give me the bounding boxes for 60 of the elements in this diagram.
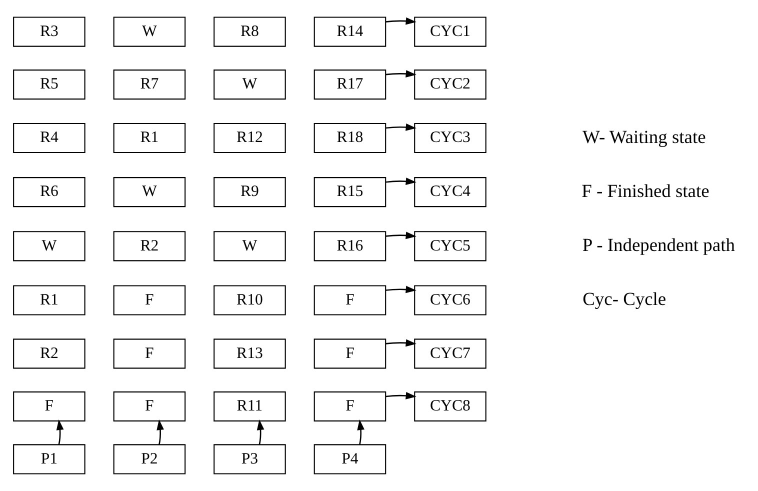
node-box: R1 <box>113 122 186 154</box>
arrow <box>386 178 416 185</box>
node-box: R6 <box>13 177 86 208</box>
node-box: CYC6 <box>414 285 486 316</box>
node-box: CYC4 <box>414 177 486 208</box>
node-box: R16 <box>314 231 386 262</box>
node-box: R5 <box>13 70 86 100</box>
node-box: P3 <box>214 444 286 474</box>
label: Cyc- Cycle <box>582 289 666 310</box>
node-box: F <box>13 391 86 422</box>
node-box: P2 <box>113 444 186 474</box>
node-box: R8 <box>214 16 286 47</box>
node-box: R7 <box>113 70 186 100</box>
arrow <box>386 232 416 240</box>
node-box: F <box>113 391 186 422</box>
arrow <box>386 392 416 400</box>
node-box: R9 <box>214 177 286 208</box>
arrow <box>386 339 416 347</box>
node-box: R3 <box>13 16 86 47</box>
node-box: R14 <box>314 16 386 47</box>
node-box: W <box>113 16 186 47</box>
arrow <box>256 419 264 445</box>
arrow <box>386 124 416 131</box>
label: F - Finished state <box>582 180 710 201</box>
node-box: F <box>314 338 386 369</box>
node-box: F <box>113 285 186 316</box>
node-box: R15 <box>314 177 386 208</box>
node-box: W <box>214 70 286 100</box>
node-box: CYC2 <box>414 70 486 100</box>
node-box: P4 <box>314 444 386 474</box>
node-box: F <box>314 285 386 316</box>
arrow <box>56 419 64 445</box>
node-box: CYC8 <box>414 391 486 422</box>
node-box: R4 <box>13 122 86 154</box>
arrow <box>386 286 416 294</box>
node-box: F <box>314 391 386 422</box>
arrow <box>357 419 364 445</box>
node-box: P1 <box>13 444 86 474</box>
node-box: R17 <box>314 70 386 100</box>
node-box: CYC7 <box>414 338 486 369</box>
node-box: R13 <box>214 338 286 369</box>
node-box: W <box>13 231 86 262</box>
node-box: R12 <box>214 122 286 154</box>
node-box: R18 <box>314 122 386 154</box>
node-box: R1 <box>13 285 86 316</box>
arrow <box>386 17 416 25</box>
node-box: R10 <box>214 285 286 316</box>
label: W- Waiting state <box>582 126 706 147</box>
label: P - Independent path <box>582 235 735 256</box>
node-box: F <box>113 338 186 369</box>
node-box: R2 <box>113 231 186 262</box>
node-box: W <box>214 231 286 262</box>
arrow <box>156 419 164 445</box>
node-box: CYC3 <box>414 122 486 154</box>
node-box: CYC1 <box>414 16 486 47</box>
node-box: R2 <box>13 338 86 369</box>
node-box: W <box>113 177 186 208</box>
node-box: CYC5 <box>414 231 486 262</box>
arrow <box>386 70 416 78</box>
node-box: R11 <box>214 391 286 422</box>
